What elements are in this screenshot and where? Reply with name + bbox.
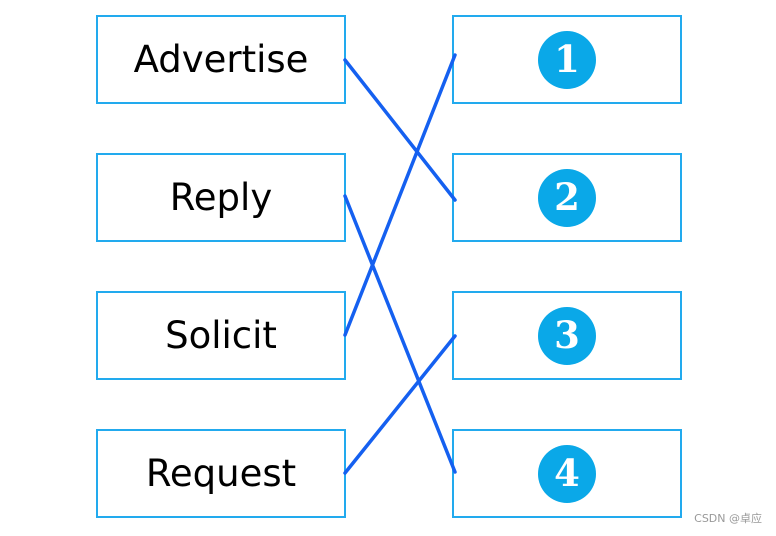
number-badge: 1	[538, 30, 596, 89]
term-box-solicit: Solicit	[96, 291, 346, 380]
connector-reply-to-4	[343, 194, 457, 474]
number-box-3: 3	[452, 291, 682, 380]
term-box-request: Request	[96, 429, 346, 518]
number-badge: 4	[538, 444, 596, 503]
term-label: Solicit	[165, 314, 277, 357]
connector-request-to-3	[343, 334, 457, 475]
number-box-2: 2	[452, 153, 682, 242]
number-box-4: 4	[452, 429, 682, 518]
connector-advertise-to-2	[343, 58, 457, 202]
number-box-1: 1	[452, 15, 682, 104]
term-box-advertise: Advertise	[96, 15, 346, 104]
watermark: CSDN @卓应	[694, 512, 762, 525]
term-box-reply: Reply	[96, 153, 346, 242]
number-badge: 3	[538, 306, 596, 365]
term-label: Reply	[169, 176, 273, 219]
connector-solicit-to-1	[343, 53, 457, 337]
term-label: Advertise	[133, 38, 309, 81]
term-label: Request	[145, 452, 297, 495]
number-badge: 2	[538, 168, 596, 227]
